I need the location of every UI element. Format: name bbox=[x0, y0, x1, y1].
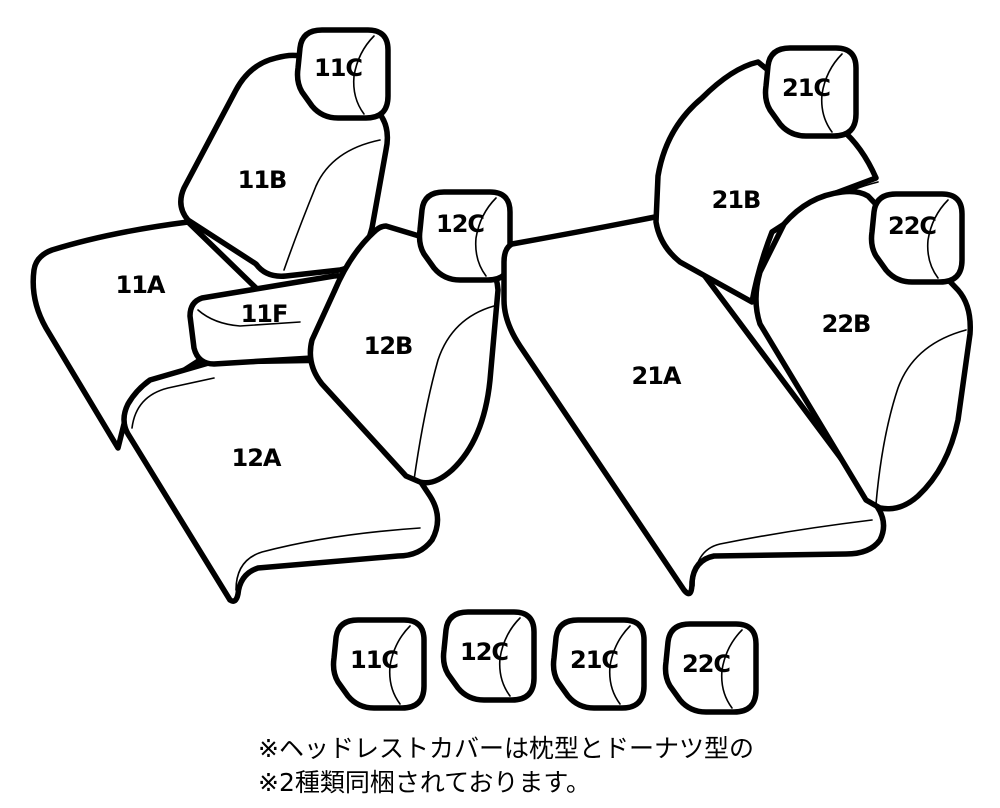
label-11F: 11F bbox=[241, 300, 288, 328]
part-11C-headrest: 11C bbox=[298, 30, 389, 118]
label-11C: 11C bbox=[314, 54, 362, 82]
headrest-row-label-3: 21C bbox=[570, 646, 618, 674]
headrest-row-label-4: 22C bbox=[682, 650, 730, 678]
part-12C-headrest: 12C bbox=[420, 192, 511, 280]
headrest-row-label-1: 11C bbox=[350, 646, 398, 674]
part-21A-cushion: 21A bbox=[501, 213, 887, 597]
headrest-row-item-4: 22C bbox=[666, 624, 757, 712]
label-21C: 21C bbox=[782, 74, 830, 102]
label-12C: 12C bbox=[436, 210, 484, 238]
note-line-1: ※ヘッドレストカバーは枕型とドーナツ型の bbox=[258, 734, 754, 763]
headrest-row: 11C 12C 21C 22C bbox=[334, 612, 757, 712]
label-22C: 22C bbox=[888, 212, 936, 240]
part-22C-headrest: 22C bbox=[872, 194, 963, 282]
label-11A: 11A bbox=[116, 271, 166, 299]
part-21C-headrest: 21C bbox=[766, 48, 857, 136]
headrest-row-item-2: 12C bbox=[444, 612, 535, 700]
headrest-row-item-1: 11C bbox=[334, 620, 425, 708]
label-21A: 21A bbox=[632, 362, 682, 390]
label-12B: 12B bbox=[364, 332, 413, 360]
label-22B: 22B bbox=[822, 310, 871, 338]
part-12B-backrest: 12B bbox=[307, 223, 501, 486]
note-line-2: ※2種類同梱されております。 bbox=[258, 768, 591, 797]
headrest-row-label-2: 12C bbox=[460, 638, 508, 666]
label-11B: 11B bbox=[238, 166, 287, 194]
label-21B: 21B bbox=[712, 186, 761, 214]
headrest-row-item-3: 21C bbox=[554, 620, 645, 708]
label-12A: 12A bbox=[232, 444, 282, 472]
